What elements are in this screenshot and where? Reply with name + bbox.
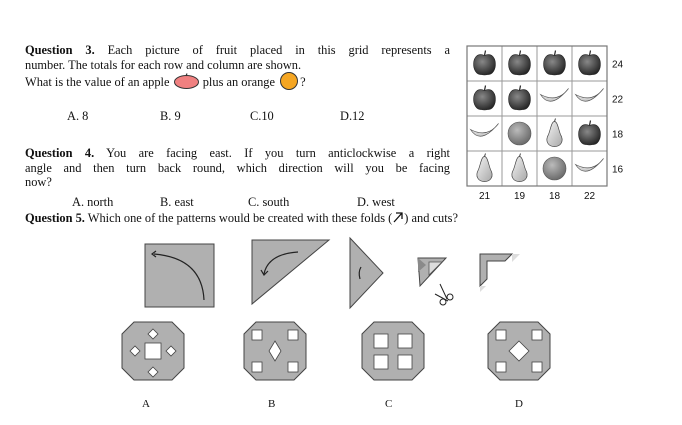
diagonal-arrow-icon	[393, 212, 403, 223]
question-3-line3b: plus an orange	[202, 75, 275, 90]
question-3-line1: Each picture of fruit placed in this gri…	[107, 43, 450, 57]
apple-icon	[473, 50, 496, 76]
question-4-line3: now?	[25, 175, 52, 190]
orange-icon	[542, 156, 567, 181]
question-3-line2: number. The totals for each row and colu…	[25, 57, 302, 72]
q4-option-b[interactable]: B. east	[160, 195, 194, 209]
apple-icon	[543, 50, 566, 76]
q3-option-b[interactable]: B. 9	[160, 109, 181, 123]
q3-option-a[interactable]: A. 8	[67, 109, 89, 123]
pear-icon	[476, 153, 493, 182]
pear-icon	[546, 118, 563, 147]
pattern-d[interactable]	[487, 321, 551, 381]
banana-icon	[574, 158, 604, 172]
orange-icon	[507, 121, 532, 146]
pattern-c[interactable]	[361, 321, 425, 381]
pattern-label-c: C	[385, 398, 393, 410]
q4-option-c[interactable]: C. south	[248, 195, 290, 209]
question-4: Question 4. You are facing east. If you …	[25, 146, 450, 190]
banana-icon	[469, 123, 499, 137]
q3-option-d[interactable]: D.12	[340, 109, 365, 123]
row-total: 16	[612, 165, 624, 176]
scissors-icon	[434, 283, 454, 306]
apple-icon	[508, 50, 531, 76]
column-total: 19	[514, 191, 526, 200]
fold-sequence	[144, 236, 520, 310]
column-total: 21	[479, 191, 491, 200]
question-4-line2: angle and then turn back round, which di…	[25, 160, 450, 175]
question-3-line3a: What is the value of an apple	[25, 75, 170, 90]
question-4-number: Question 4.	[25, 146, 95, 160]
q4-option-d[interactable]: D. west	[357, 195, 395, 209]
grid-cell	[571, 80, 608, 117]
question-3-number: Question 3.	[25, 43, 95, 57]
question-4-line1: You are facing east. If you turn anticlo…	[106, 146, 450, 160]
apple-icon	[473, 85, 496, 111]
pattern-label-b: B	[268, 398, 276, 410]
pattern-label-a: A	[142, 398, 150, 410]
question-5: Question 5. Which one of the patterns wo…	[25, 211, 458, 226]
cut-piece	[417, 257, 448, 288]
apple-icon	[508, 85, 531, 111]
question-5-number: Question 5.	[25, 211, 85, 225]
answer-patterns	[121, 321, 551, 381]
row-total: 22	[612, 95, 624, 106]
apple-icon	[578, 120, 601, 146]
question-5-text-a: Which one of the patterns would be creat…	[87, 211, 393, 225]
folded-triangle	[251, 239, 331, 306]
banana-icon	[574, 88, 604, 102]
result-piece	[479, 253, 520, 292]
pattern-label-d: D	[515, 398, 523, 410]
q3-option-c[interactable]: C.10	[250, 109, 274, 123]
folded-small-triangle	[349, 236, 384, 310]
pear-icon	[511, 153, 528, 182]
fruit-grid: 24 22 18 16 21 19 18 22	[466, 45, 624, 200]
row-total: 24	[612, 60, 624, 71]
orange-icon	[280, 72, 299, 91]
grid-border	[466, 45, 608, 187]
question-3: Question 3. Each picture of fruit placed…	[25, 43, 450, 91]
question-3-line3c: ?	[300, 75, 306, 90]
q4-option-a[interactable]: A. north	[72, 195, 114, 209]
apple-icon	[578, 50, 601, 76]
column-total: 18	[549, 191, 561, 200]
column-total: 22	[584, 191, 596, 200]
question-5-text-b: ) and cuts?	[404, 211, 458, 225]
row-total: 18	[612, 130, 624, 141]
banana-icon	[539, 88, 569, 102]
unfolded-square	[144, 243, 215, 308]
apple-icon	[173, 73, 199, 90]
pattern-a[interactable]	[121, 321, 185, 381]
pattern-b[interactable]	[243, 321, 307, 381]
